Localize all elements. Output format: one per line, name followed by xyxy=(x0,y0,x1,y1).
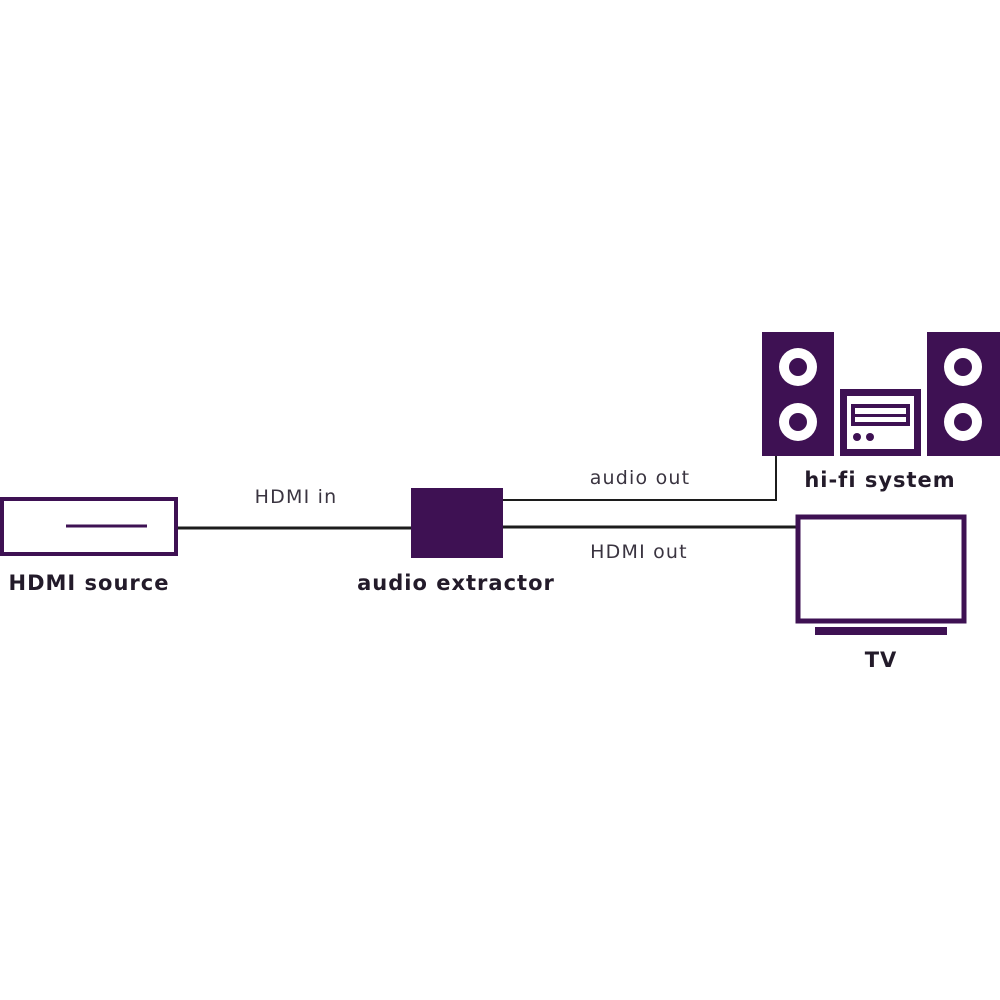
audio-out-label: audio out xyxy=(590,467,691,489)
amplifier-icon xyxy=(840,389,921,456)
hifi-system-label: hi-fi system xyxy=(804,468,955,492)
audio-out-cable xyxy=(503,455,777,501)
left-speaker-icon xyxy=(762,332,834,456)
hdmi-out-label: HDMI out xyxy=(590,541,688,563)
audio-extractor-box-icon xyxy=(411,488,503,558)
hdmi-in-label: HDMI in xyxy=(255,486,338,508)
hdmi-source-label: HDMI source xyxy=(9,571,170,595)
hdmi-source-box-icon xyxy=(0,497,178,556)
hifi-system-icon xyxy=(762,332,1000,456)
tv-label: TV xyxy=(865,648,898,672)
tv-icon xyxy=(795,514,967,635)
audio-extractor-label: audio extractor xyxy=(357,571,555,595)
right-speaker-icon xyxy=(927,332,1000,456)
